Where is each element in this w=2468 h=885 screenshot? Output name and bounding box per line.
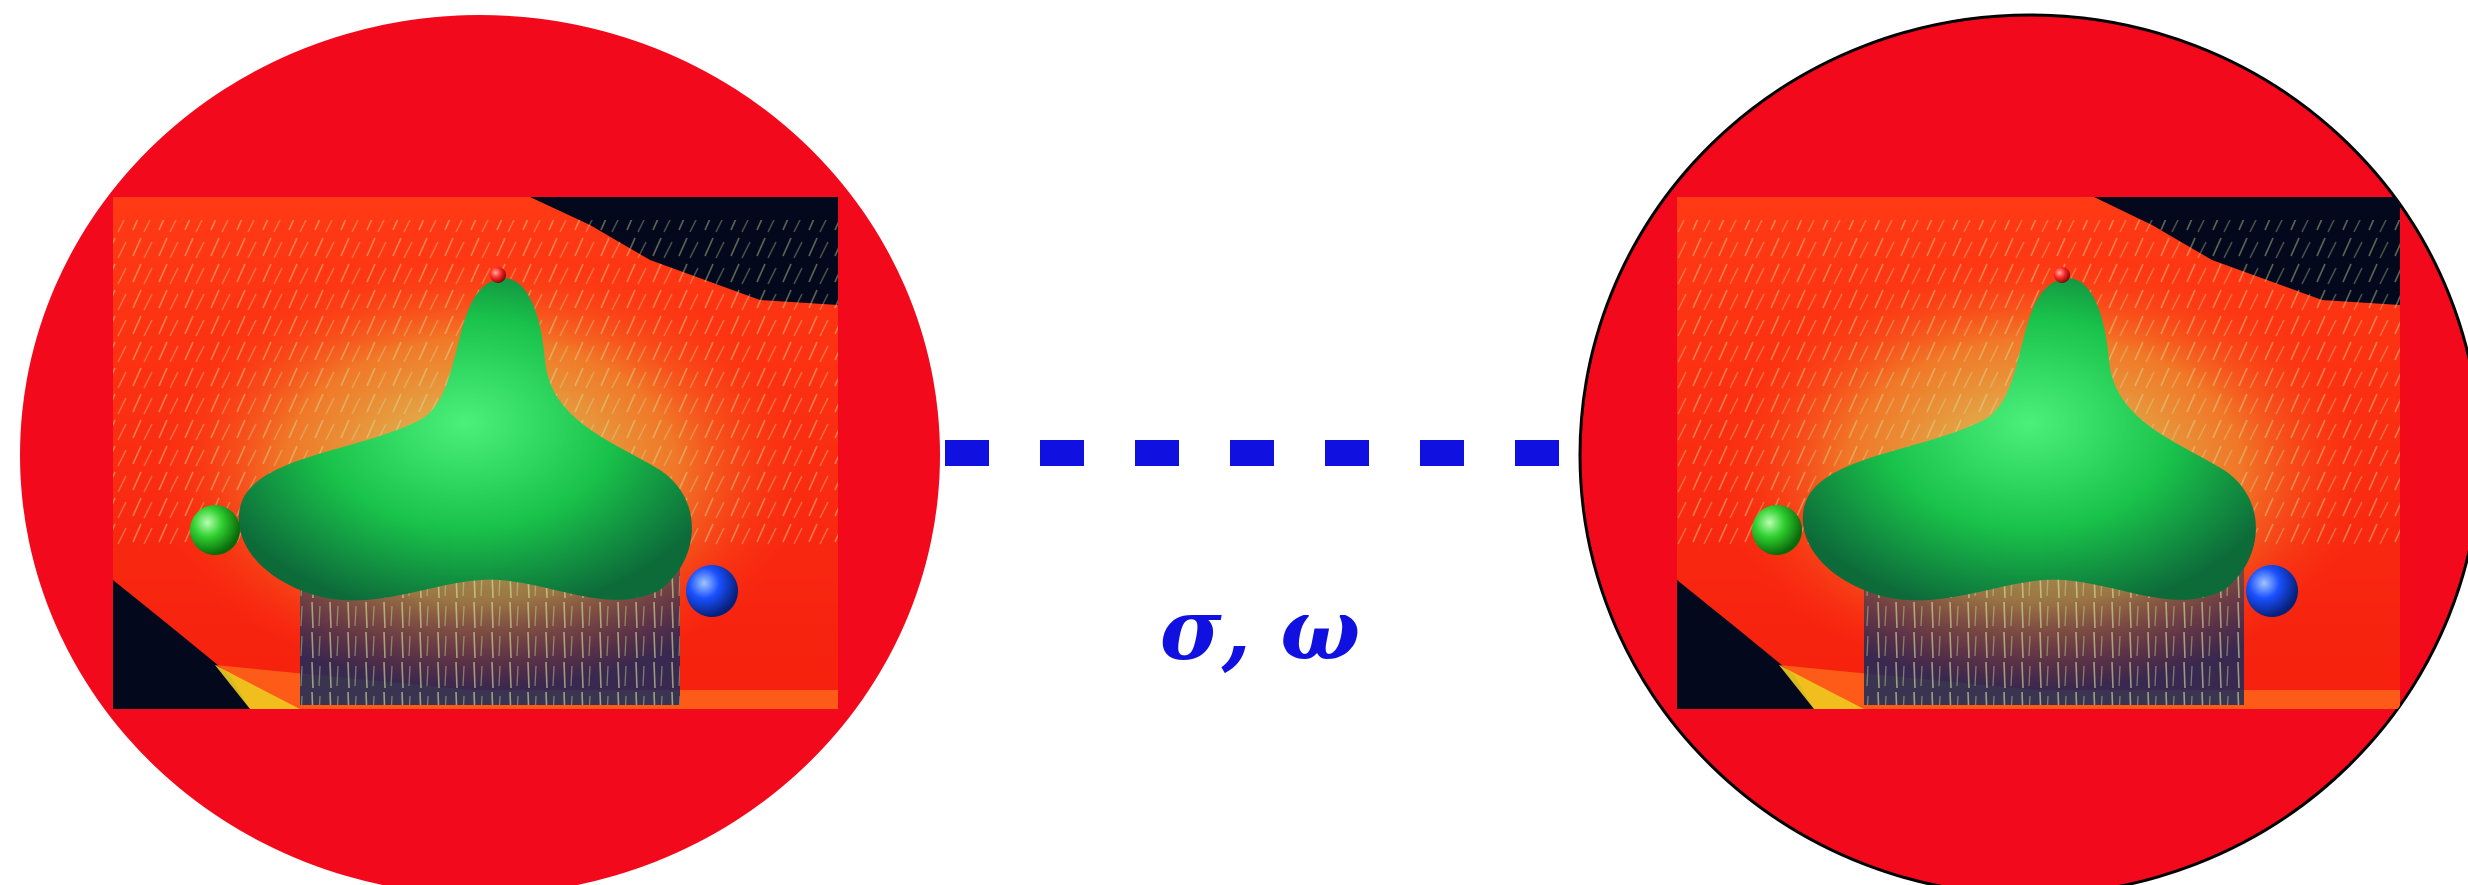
left-flux-tube xyxy=(238,278,692,601)
right-flux-tube xyxy=(1802,278,2256,601)
left-nucleon xyxy=(20,15,940,885)
exchange-label: σ, ω xyxy=(1159,580,1361,679)
right-green-quark xyxy=(1752,505,1802,555)
right-red-quark xyxy=(2054,267,2070,283)
left-green-quark xyxy=(190,505,240,555)
left-blue-quark xyxy=(686,565,738,617)
right-blue-quark xyxy=(2246,565,2298,617)
left-flux-tube-image xyxy=(113,197,838,709)
right-flux-tube-image xyxy=(1677,197,2400,709)
right-nucleon xyxy=(1578,13,2468,885)
left-red-quark xyxy=(490,267,506,283)
